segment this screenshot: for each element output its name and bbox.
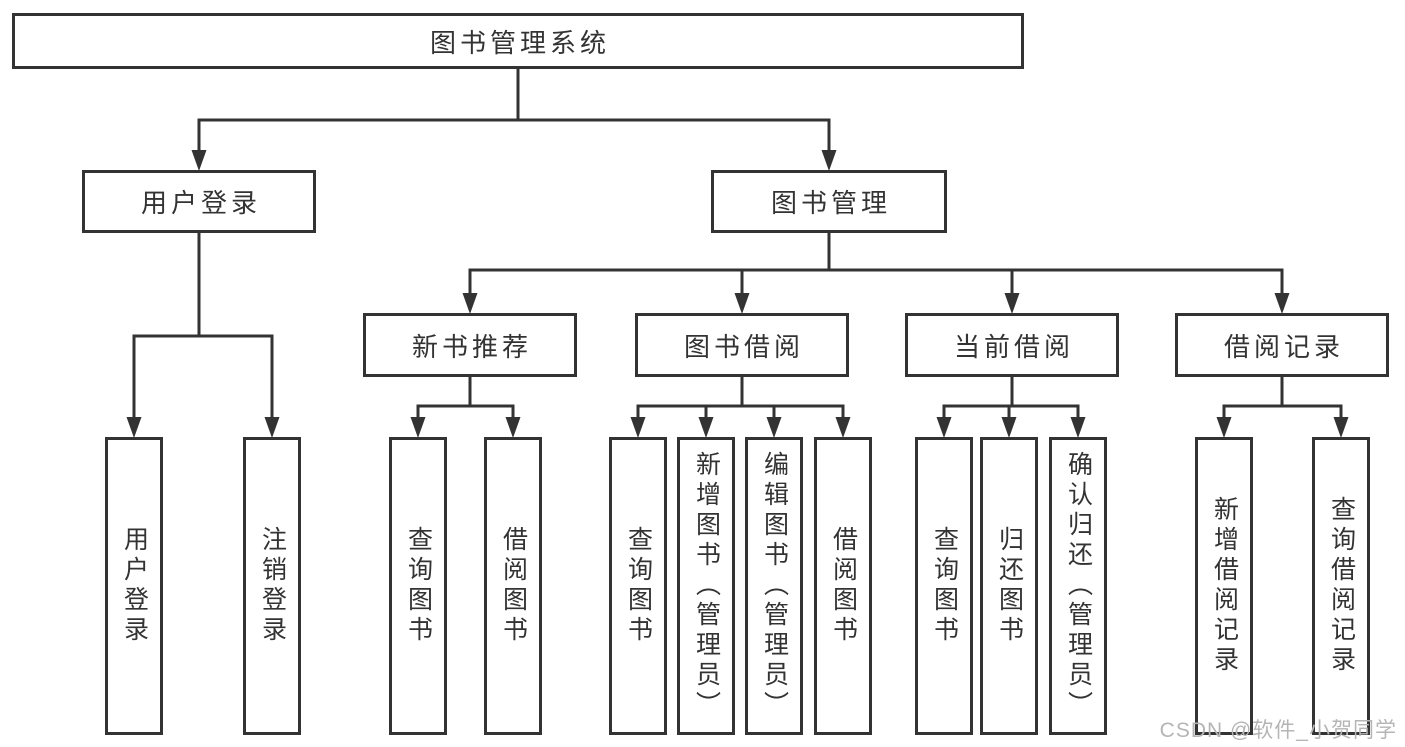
node-book-management: 图书管理 <box>711 170 947 233</box>
leaf-borrowing-borrow-books-label: 借阅图书 <box>829 526 858 646</box>
arrowheads <box>126 150 1349 438</box>
leaf-current-confirm-return: 确认归还（管理员） <box>1049 437 1107 735</box>
leaf-login-logout-label: 注销登录 <box>258 526 287 646</box>
node-user-login-label: 用户登录 <box>140 188 261 218</box>
leaf-recommend-borrow-books: 借阅图书 <box>484 437 542 735</box>
leaf-borrowing-query-books: 查询图书 <box>609 437 667 735</box>
node-current-borrowing: 当前借阅 <box>905 313 1119 377</box>
node-current-borrowing-label: 当前借阅 <box>953 331 1074 362</box>
leaf-current-query-books-label: 查询图书 <box>930 526 959 646</box>
leaf-borrowing-borrow-books: 借阅图书 <box>814 437 872 735</box>
leaf-borrowing-add-books: 新增图书（管理员） <box>677 437 735 735</box>
node-book-borrowing-label: 图书借阅 <box>683 331 804 362</box>
leaf-current-return-books-label: 归还图书 <box>995 526 1024 646</box>
leaf-borrowing-add-books-label: 新增图书（管理员） <box>692 451 721 721</box>
leaf-recommend-query-books-label: 查询图书 <box>404 526 433 646</box>
leaf-current-confirm-return-label: 确认归还（管理员） <box>1064 451 1093 721</box>
leaf-current-query-books: 查询图书 <box>915 437 973 735</box>
node-book-management-label: 图书管理 <box>770 188 891 218</box>
leaf-current-return-books: 归还图书 <box>980 437 1038 735</box>
leaf-login-user-login: 用户登录 <box>105 437 163 735</box>
leaf-recommend-borrow-books-label: 借阅图书 <box>499 526 528 646</box>
node-book-borrowing: 图书借阅 <box>635 313 849 377</box>
leaf-records-query-record-label: 查询借阅记录 <box>1327 496 1356 676</box>
node-borrowing-records: 借阅记录 <box>1175 313 1389 377</box>
node-root: 图书管理系统 <box>12 13 1024 69</box>
node-borrowing-records-label: 借阅记录 <box>1223 331 1344 362</box>
leaf-records-add-record: 新增借阅记录 <box>1195 437 1253 735</box>
node-new-book-recommend-label: 新书推荐 <box>411 331 532 362</box>
node-new-book-recommend: 新书推荐 <box>363 313 577 377</box>
leaf-login-user-login-label: 用户登录 <box>120 526 149 646</box>
leaf-borrowing-edit-books: 编辑图书（管理员） <box>745 437 803 735</box>
leaf-borrowing-query-books-label: 查询图书 <box>624 526 653 646</box>
leaf-borrowing-edit-books-label: 编辑图书（管理员） <box>760 451 789 721</box>
csdn-watermark: CSDN @软件_小贺同学 <box>1159 719 1397 742</box>
leaf-recommend-query-books: 查询图书 <box>389 437 447 735</box>
node-root-label: 图书管理系统 <box>429 27 610 58</box>
leaf-records-query-record: 查询借阅记录 <box>1312 437 1370 735</box>
leaf-records-add-record-label: 新增借阅记录 <box>1210 496 1239 676</box>
leaf-login-logout: 注销登录 <box>243 437 301 735</box>
node-user-login: 用户登录 <box>82 170 316 233</box>
